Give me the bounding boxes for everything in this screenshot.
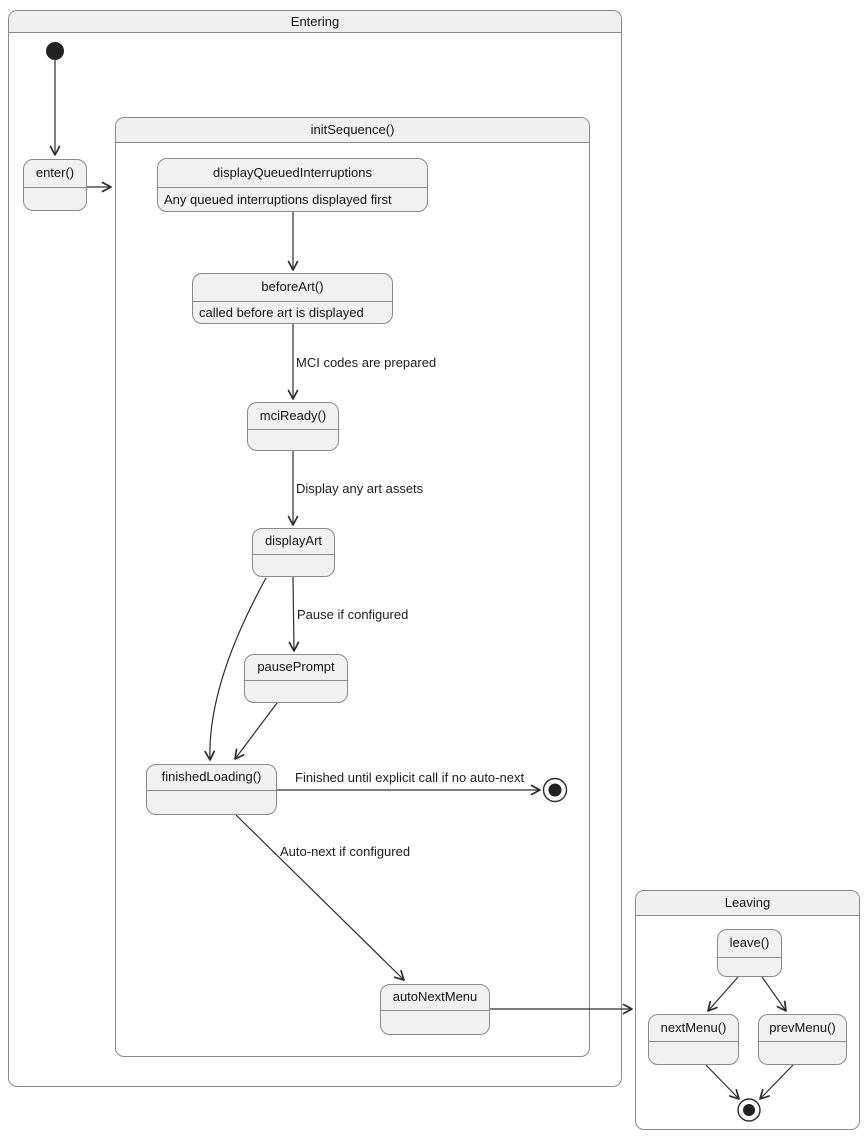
state-nextmenu: nextMenu() [648, 1014, 739, 1065]
container-entering: Entering [8, 10, 622, 1087]
state-pauseprompt-body [245, 681, 347, 702]
state-mciready: mciReady() [247, 402, 339, 451]
state-autonextmenu-body [381, 1011, 489, 1034]
state-autonextmenu-title: autoNextMenu [381, 985, 489, 1011]
state-enter-title: enter() [24, 160, 86, 188]
state-beforeart-description: called before art is displayed [199, 305, 364, 320]
state-pauseprompt: pausePrompt [244, 654, 348, 703]
state-prevmenu-body [759, 1042, 846, 1064]
edge-label-pause-if-configured: Pause if configured [297, 607, 409, 622]
container-entering-title: Entering [9, 11, 621, 33]
state-enter: enter() [23, 159, 87, 211]
state-mciready-body [248, 430, 338, 450]
state-beforeart-title: beforeArt() [193, 274, 392, 302]
state-displayart: displayArt [252, 528, 335, 577]
edge-label-display-art-assets: Display any art assets [296, 481, 424, 496]
container-leaving-title: Leaving [636, 891, 859, 916]
container-initsequence: initSequence() [115, 117, 590, 1057]
state-finishedloading-title: finishedLoading() [147, 765, 276, 791]
state-prevmenu: prevMenu() [758, 1014, 847, 1065]
state-leave-title: leave() [718, 930, 781, 958]
state-mciready-title: mciReady() [248, 403, 338, 430]
state-leave: leave() [717, 929, 782, 977]
state-finishedloading-body [147, 791, 276, 814]
state-autonextmenu: autoNextMenu [380, 984, 490, 1035]
state-pauseprompt-title: pausePrompt [245, 655, 347, 681]
container-initsequence-title: initSequence() [116, 118, 589, 143]
state-finishedloading: finishedLoading() [146, 764, 277, 815]
state-enter-body [24, 188, 86, 210]
state-displayqueuedinterruptions-title: displayQueuedInterruptions [158, 159, 427, 188]
state-beforeart: beforeArt() called before art is display… [192, 273, 393, 324]
state-displayqueuedinterruptions: displayQueuedInterruptions Any queued in… [157, 158, 428, 212]
state-nextmenu-body [649, 1042, 738, 1064]
state-prevmenu-title: prevMenu() [759, 1015, 846, 1042]
edge-label-mci-codes-prepared: MCI codes are prepared [296, 355, 437, 370]
state-leave-body [718, 958, 781, 976]
state-nextmenu-title: nextMenu() [649, 1015, 738, 1042]
state-displayqueuedinterruptions-description: Any queued interruptions displayed first [164, 192, 392, 207]
state-displayart-title: displayArt [253, 529, 334, 555]
edge-label-finished-until-explicit: Finished until explicit call if no auto-… [295, 770, 525, 785]
edge-label-auto-next-if-configured: Auto-next if configured [280, 844, 411, 859]
state-displayart-body [253, 555, 334, 576]
container-leaving: Leaving [635, 890, 860, 1130]
